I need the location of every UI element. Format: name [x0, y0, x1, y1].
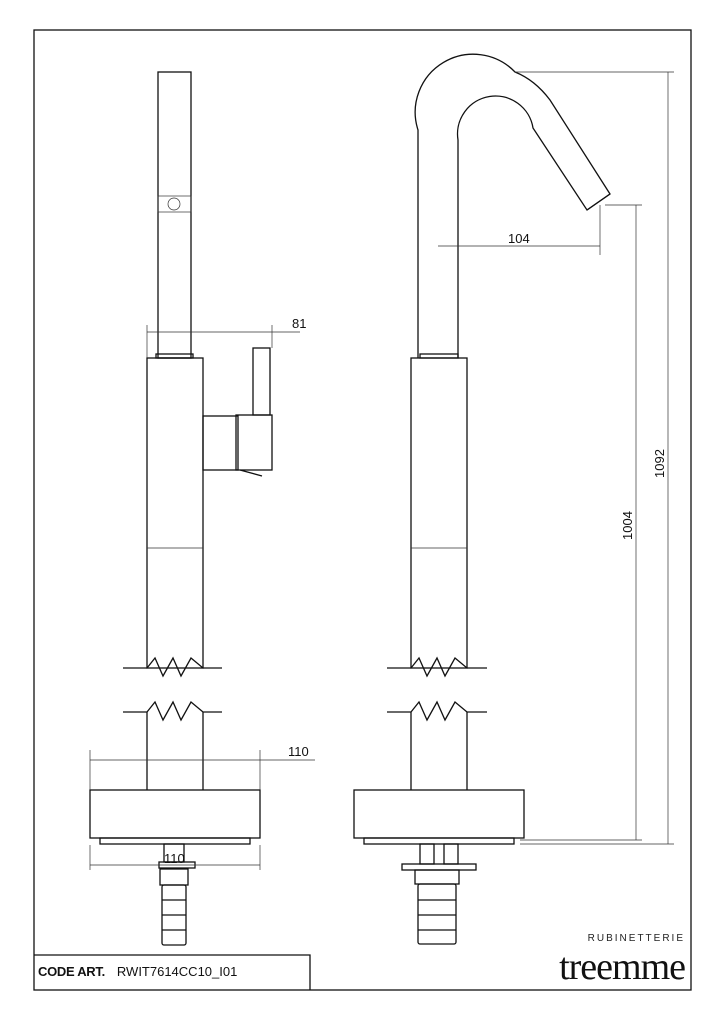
dim-total-height: 1092 — [652, 449, 667, 478]
break-line — [123, 656, 222, 678]
brand-logo: RUBINETTERIE treemme — [559, 932, 686, 988]
dim-outlet-height: 1004 — [620, 511, 635, 540]
handle-body — [202, 415, 239, 471]
spout — [414, 53, 611, 358]
dim-spout-reach: 104 — [508, 231, 530, 246]
code-value: RWIT7614CC10_I01 — [116, 964, 238, 979]
drawing-frame — [33, 29, 692, 991]
base — [89, 789, 261, 839]
title-block-border — [34, 954, 311, 990]
dim-base-top: 110 — [288, 744, 309, 759]
logo-emblem — [157, 195, 192, 213]
code-article: CODE ART. RWIT7614CC10_I01 — [38, 964, 237, 979]
break-line — [123, 700, 222, 722]
side-view-right: 104 1004 1092 — [353, 53, 674, 945]
dim-handle-depth: 81 — [292, 316, 306, 331]
brand-subtitle: RUBINETTERIE — [587, 933, 685, 944]
side-view-left: 81 110 110 — [89, 71, 315, 946]
brand-name: treemme — [559, 946, 686, 988]
lever — [252, 347, 271, 416]
dim-base-bottom: 110 — [164, 851, 185, 866]
code-label: CODE ART. — [38, 964, 105, 979]
